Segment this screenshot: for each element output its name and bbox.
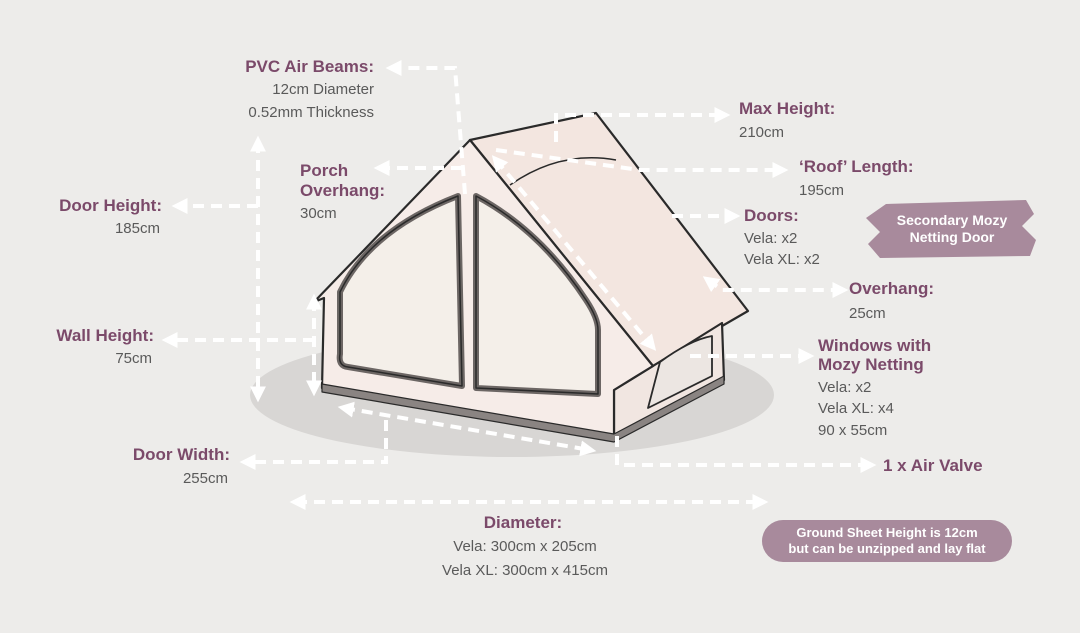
dimension-arrows [161, 60, 877, 510]
porch-title-1: Porch [300, 161, 349, 180]
secondary-door-line-2: Netting Door [909, 229, 995, 245]
windows-title-2: Mozy Netting [818, 355, 924, 374]
diameter-title: Diameter: [483, 513, 563, 532]
door-width-value: 255cm [182, 470, 228, 487]
wall-height-title: Wall Height: [56, 326, 154, 345]
diameter-vela-xl: Vela XL: 300cm x 415cm [442, 562, 608, 579]
door-width-title: Door Width: [132, 445, 230, 464]
pvc-beams-thickness: 0.52mm Thickness [248, 104, 374, 121]
wall-height-value: 75cm [115, 350, 152, 367]
pvc-beams-diameter: 12cm Diameter [272, 81, 374, 98]
arrow-door-width-h [239, 420, 388, 470]
roof-length-title: ‘Roof’ Length: [799, 157, 914, 176]
porch-title-2: Overhang: [300, 181, 386, 200]
windows-vela: Vela: x2 [818, 379, 872, 396]
overhang-title: Overhang: [849, 279, 935, 298]
secondary-door-line-1: Secondary Mozy [896, 211, 1008, 228]
arrow-roof-diagonal [491, 155, 657, 351]
ground-sheet-badge: Ground Sheet Height is 12cm but can be u… [762, 520, 1012, 562]
roof-length-value: 195cm [799, 182, 845, 199]
doors-title: Doors: [744, 206, 799, 225]
air-valve-title: 1 x Air Valve [883, 456, 983, 475]
arrow-max-height [554, 107, 731, 142]
doors-vela-xl: Vela XL: x2 [744, 251, 820, 268]
diameter-vela: Vela: 300cm x 205cm [453, 538, 597, 555]
windows-size: 90 x 55cm [818, 422, 888, 439]
doors-vela: Vela: x2 [744, 230, 798, 247]
porch-value: 30cm [300, 205, 337, 222]
ground-sheet-line-1: Ground Sheet Height is 12cm [796, 524, 978, 540]
arrow-overhang [702, 276, 849, 298]
door-height-title: Door Height: [59, 196, 162, 215]
badge-secondary-door-bg [866, 200, 1036, 258]
max-height-title: Max Height: [739, 99, 836, 118]
arrow-pvc-beams [385, 60, 467, 195]
arrow-door-width [337, 401, 597, 457]
max-height-value: 210cm [739, 124, 785, 141]
overhang-value: 25cm [849, 305, 886, 322]
windows-vela-xl: Vela XL: x4 [818, 400, 894, 417]
tent-illustration [312, 111, 750, 443]
ground-sheet [321, 375, 725, 443]
pvc-beams-title: PVC Air Beams: [245, 57, 374, 76]
secondary-door-badge: Secondary Mozy Netting Door [868, 203, 1036, 255]
ground-sheet-line-2: but can be unzipped and lay flat [788, 541, 986, 556]
windows-title-1: Windows with [818, 336, 932, 355]
badge-ground-sheet-bg [762, 520, 1012, 562]
door-height-value: 185cm [114, 220, 160, 237]
arrow-air-valve [615, 436, 877, 473]
